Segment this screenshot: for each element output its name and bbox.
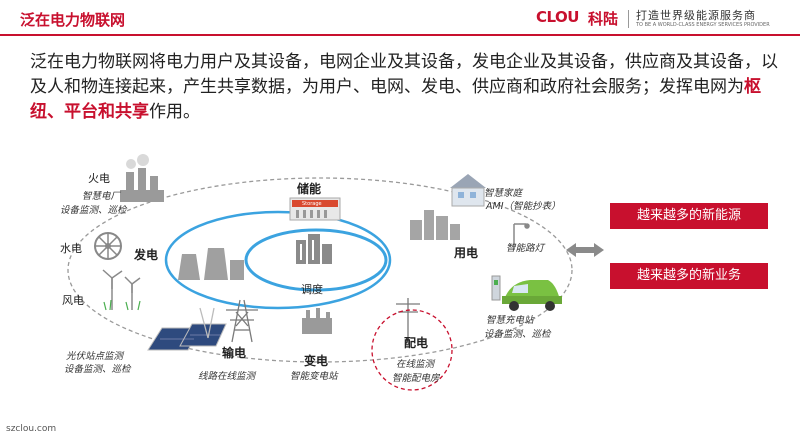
outer-ring [67,177,573,363]
label-smart-home: 智慧家庭 [484,188,523,199]
label-distribution: 配电 [404,336,429,350]
storage-container-icon: Storage [289,197,341,221]
label-substation: 变电 [304,354,329,368]
header-divider [0,34,800,36]
logo-divider [628,10,629,28]
label-generation: 发电 [134,248,159,262]
callout-new-energy: 越来越多的新能源 [610,203,768,229]
city-skyline-icon [410,210,460,240]
intro-text: 泛在电力物联网将电力用户及其设备，电网企业及其设备，发电企业及其设备，供应商及其… [30,52,778,97]
distribution-highlight-circle [371,309,453,391]
logo-mark: CLOU [536,8,579,26]
cooling-tower-icon [178,248,244,280]
iot-diagram: Storage [67,154,604,391]
label-pv-inspect: 设备监测、巡检 [64,364,131,375]
transmission-tower-icon [199,299,258,343]
label-charging: 智慧充电站 [486,315,534,326]
dispatch-building-icon [296,234,332,264]
callout-new-business: 越来越多的新业务 [610,263,768,289]
label-smart-plant: 智慧电厂 [82,191,121,202]
label-thermal: 火电 [88,172,110,185]
substation-icon [302,308,332,334]
page-title: 泛在电力物联网 [20,11,126,29]
logo-chinese-name: 科陆 [588,10,619,28]
footer-site: szclou.com [6,424,57,434]
street-light-icon [513,223,530,250]
logo-slogan: 打造世界级能源服务商 [636,9,756,22]
label-thermal-monitor: 设备监测、巡检 [60,205,127,216]
label-charging-monitor: 设备监测、巡检 [484,329,551,340]
label-dispatch: 调度 [301,283,323,296]
grid-ring [164,210,392,310]
intro-highlight: 枢纽、平台和共享 [30,77,761,122]
label-line-monitor: 线路在线监测 [198,371,256,382]
hydro-wheel-icon [94,232,122,260]
solar-panel-icon [147,323,227,351]
company-logo: CLOU 科陆 打造世界级能源服务商 TO BE A WORLD-CLASS E… [536,6,796,32]
intro-tail: 作用。 [149,102,200,122]
label-consumption: 用电 [454,246,479,260]
intro-paragraph: 泛在电力物联网将电力用户及其设备，电网企业及其设备，发电企业及其设备，供应商及其… [30,50,780,125]
smart-home-icon [450,174,486,207]
label-transmission: 输电 [222,346,247,360]
label-smart-substation: 智能变电站 [290,371,338,382]
label-wind: 风电 [62,294,84,307]
label-ami: AMI（智能抄表） [486,201,561,212]
label-smart-distribution-room: 智能配电房 [392,373,440,384]
electric-vehicle-icon [502,280,562,311]
wind-turbine-icon [102,269,141,310]
label-pv-monitor: 光伏站点监测 [66,351,124,362]
logo-slogan-en: TO BE A WORLD-CLASS ENERGY SERVICES PROV… [636,22,770,28]
label-streetlight: 智能路灯 [506,243,545,254]
label-hydro: 水电 [60,242,82,255]
label-storage: 储能 [297,182,322,196]
label-online-monitor: 在线监测 [396,359,435,370]
double-arrow-icon [566,243,604,257]
thermal-power-plant-icon [120,154,164,202]
grass-icon [103,299,141,311]
charging-station-icon [491,275,501,301]
storage-tag-label: Storage [302,201,322,207]
header: 泛在电力物联网 CLOU 科陆 打造世界级能源服务商 TO BE A WORLD… [0,0,800,40]
